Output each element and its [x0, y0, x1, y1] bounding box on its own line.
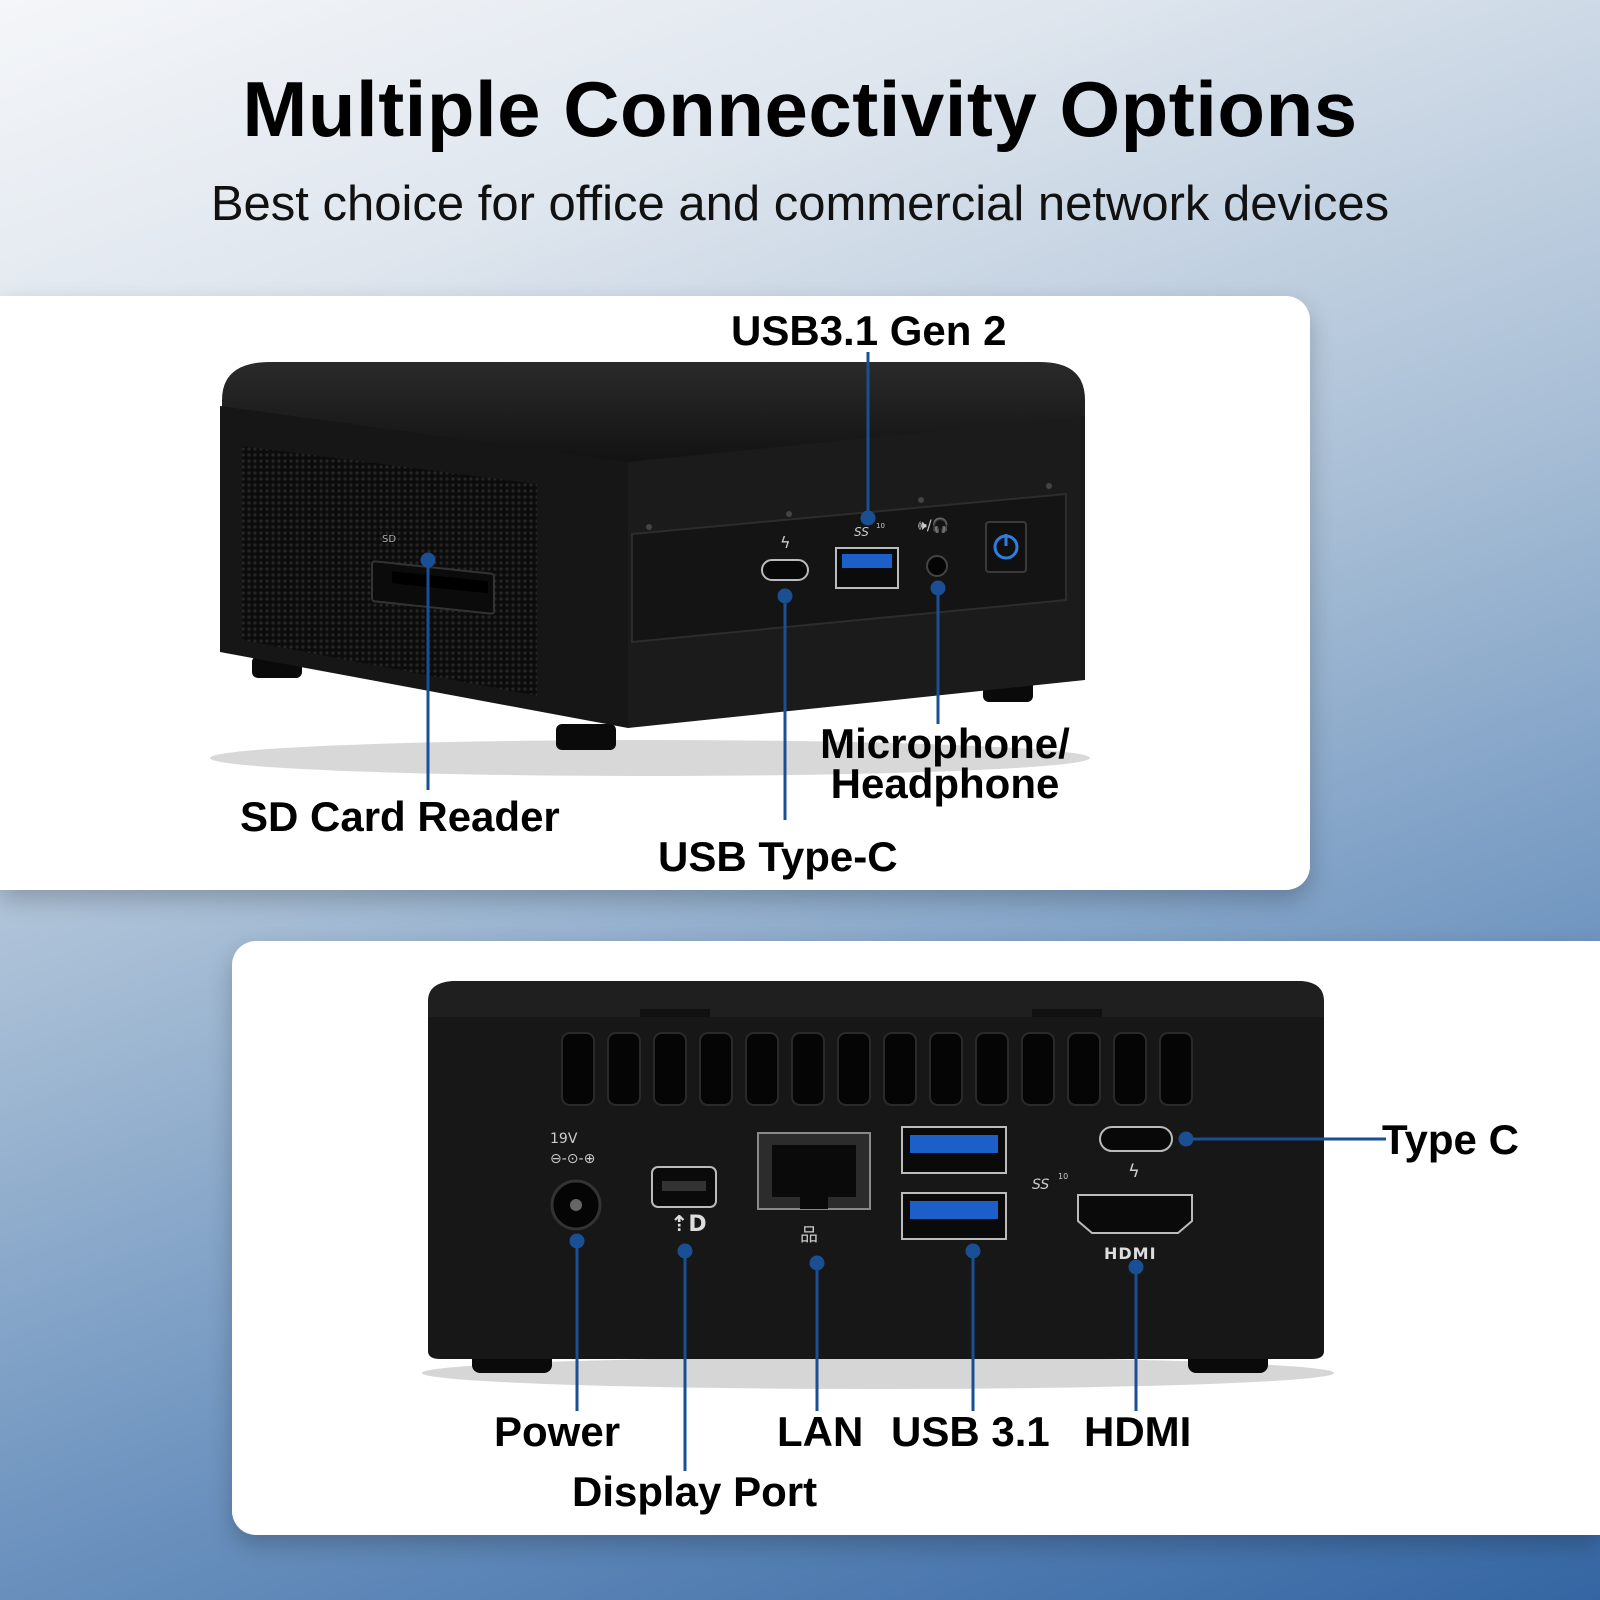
device-rear-face: [428, 1017, 1324, 1359]
label-mic-headphone: Microphone/ Headphone: [820, 720, 1070, 807]
hdmi-port: HDMI: [1077, 1194, 1193, 1263]
sd-icon: SD: [382, 534, 396, 545]
speaker-headphone-icon: 🕪/🎧: [918, 517, 949, 534]
polarity-icon: ⊖-⊙-⊕: [550, 1151, 595, 1167]
hdmi-logo: HDMI: [1104, 1244, 1157, 1263]
rear-vents: [561, 1032, 1193, 1106]
label-usb31-gen2: USB3.1 Gen 2: [731, 307, 1007, 354]
label-power: Power: [494, 1408, 621, 1455]
device-top: [428, 981, 1324, 1019]
label-display-port: Display Port: [572, 1468, 818, 1515]
ss-gen-marking: 10: [1058, 1172, 1068, 1181]
page-title: Multiple Connectivity Options: [242, 65, 1358, 153]
front-view-panel: SD ϟ SS 10 🕪/🎧: [0, 296, 1310, 890]
rear-usb-a-ports: SS 10: [901, 1126, 1068, 1240]
sd-card-slot: SD: [371, 534, 495, 615]
front-device-illustration: SD ϟ SS 10 🕪/🎧: [210, 352, 1090, 820]
page-subtitle: Best choice for office and commercial ne…: [210, 177, 1390, 231]
thunderbolt-icon: ϟ: [1128, 1161, 1140, 1182]
ss-usb-icon: SS: [1032, 1177, 1049, 1193]
label-sd-card-reader: SD Card Reader: [240, 793, 560, 840]
voltage-marking: 19V: [550, 1131, 578, 1147]
thunderbolt-icon: ϟ: [780, 533, 791, 552]
dc-power-jack: 19V ⊖-⊙-⊕: [550, 1131, 602, 1231]
label-hdmi: HDMI: [1084, 1408, 1192, 1455]
label-type-c: Type C: [1382, 1116, 1519, 1163]
displayport-icon: ⇡D: [670, 1212, 707, 1237]
ss-gen-marking: 10: [876, 522, 885, 530]
ss-usb-icon: SS: [854, 525, 869, 539]
power-button: [985, 521, 1027, 573]
front-usb-a-port: SS 10: [835, 522, 899, 589]
rear-device-illustration: 19V ⊖-⊙-⊕ ⇡D 品 SS 10: [422, 981, 1386, 1471]
mini-displayport: ⇡D: [651, 1166, 717, 1237]
network-icon: 品: [800, 1225, 818, 1246]
device-foot: [556, 724, 616, 750]
label-usb31: USB 3.1: [891, 1408, 1050, 1455]
label-usb-type-c: USB Type-C: [658, 833, 898, 880]
rear-usb-c-port: ϟ: [1099, 1126, 1173, 1182]
audio-jack: 🕪/🎧: [918, 517, 949, 577]
lan-port: 品: [757, 1132, 871, 1246]
front-usb-c-port: ϟ: [761, 533, 809, 581]
label-lan: LAN: [777, 1408, 864, 1455]
rear-view-panel: 19V ⊖-⊙-⊕ ⇡D 品 SS 10: [232, 941, 1600, 1535]
